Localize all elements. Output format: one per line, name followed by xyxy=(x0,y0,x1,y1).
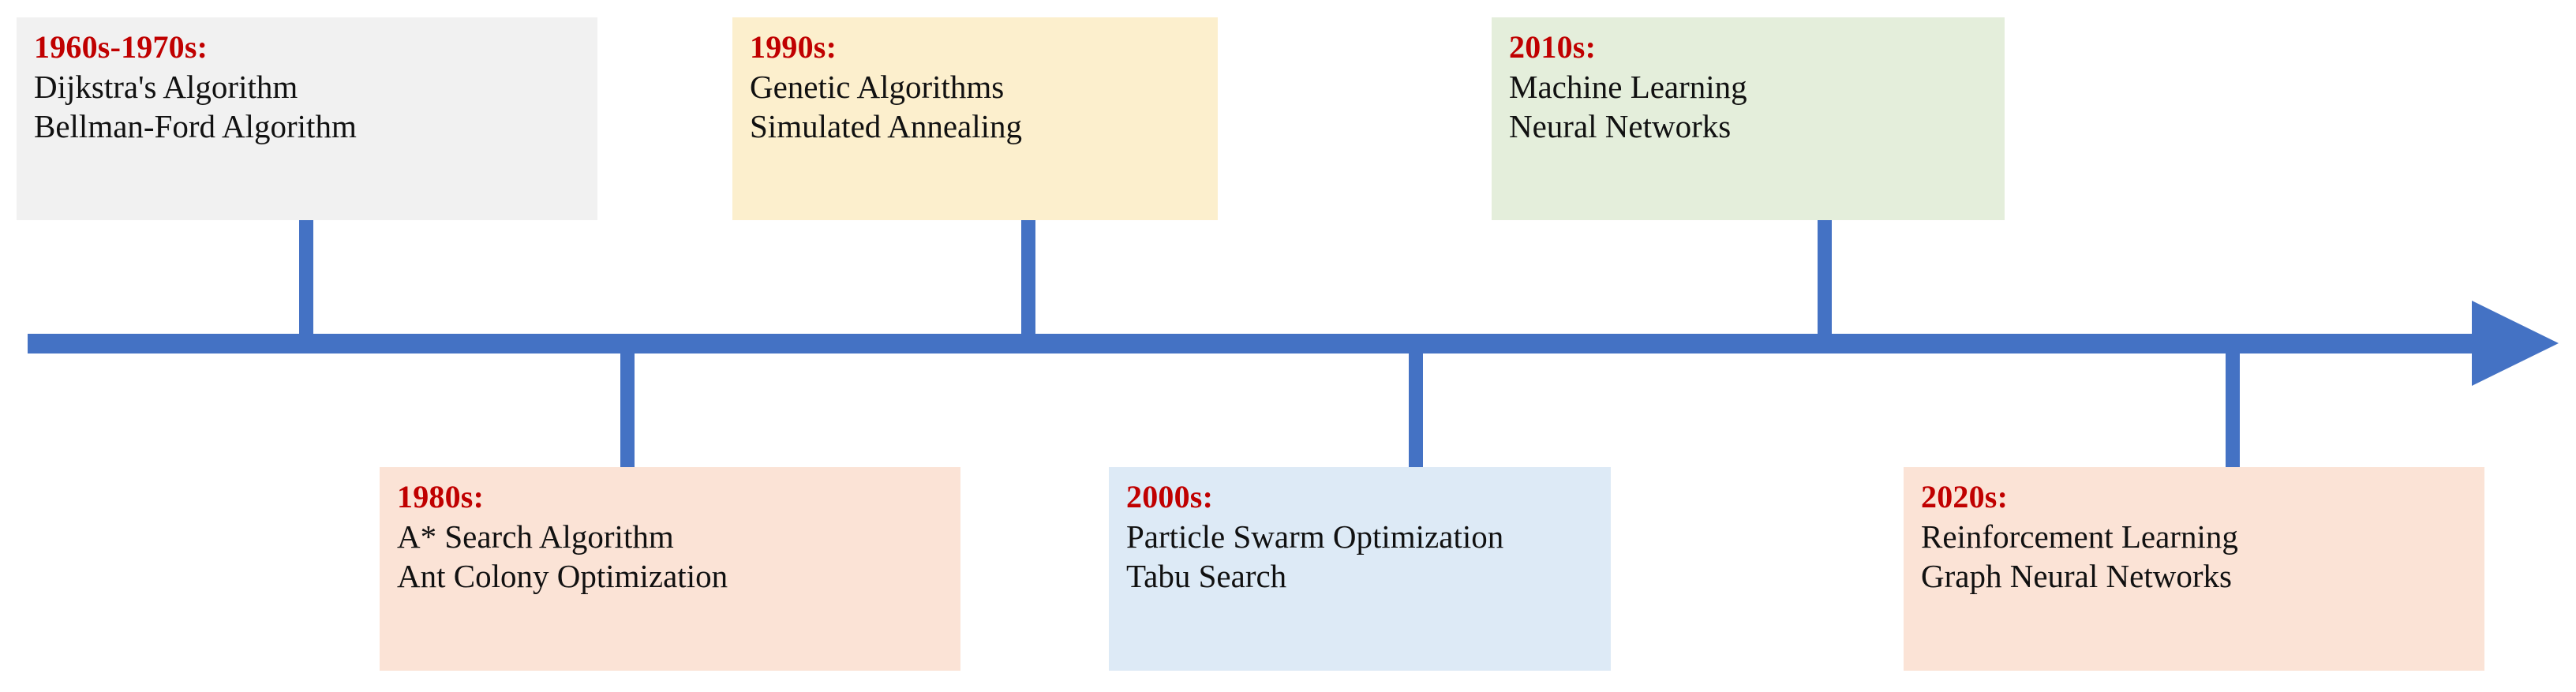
event-item: Simulated Annealing xyxy=(750,108,1023,145)
event-item: A* Search Algorithm xyxy=(397,518,674,555)
connector-2020s xyxy=(2226,350,2240,469)
connector-1990s xyxy=(1021,220,1035,337)
event-box-2000s[interactable]: 2000s: Particle Swarm Optimization Tabu … xyxy=(1109,467,1611,671)
event-box-1990s[interactable]: 1990s: Genetic Algorithms Simulated Anne… xyxy=(732,17,1218,220)
event-box-1980s[interactable]: 1980s: A* Search Algorithm Ant Colony Op… xyxy=(380,467,960,671)
event-box-1960s-1970s[interactable]: 1960s-1970s: Dijkstra's Algorithm Bellma… xyxy=(17,17,597,220)
event-item: Genetic Algorithms xyxy=(750,68,1005,105)
event-item: Ant Colony Optimization xyxy=(397,558,728,595)
event-item: Tabu Search xyxy=(1126,558,1287,595)
event-item: Machine Learning xyxy=(1509,68,1747,105)
event-item: Graph Neural Networks xyxy=(1921,558,2232,595)
era-label-1980s: 1980s: xyxy=(397,479,485,514)
connector-2000s xyxy=(1409,350,1423,469)
event-item: Neural Networks xyxy=(1509,108,1732,145)
connector-1960s-1970s xyxy=(299,220,313,337)
timeline-axis-shaft xyxy=(28,334,2478,353)
connector-1980s xyxy=(620,350,635,469)
era-label-2010s: 2010s: xyxy=(1509,29,1597,65)
event-box-2010s[interactable]: 2010s: Machine Learning Neural Networks xyxy=(1492,17,2005,220)
era-label-1990s: 1990s: xyxy=(750,29,837,65)
era-label-2000s: 2000s: xyxy=(1126,479,1214,514)
event-item: Particle Swarm Optimization xyxy=(1126,518,1504,555)
era-label-2020s: 2020s: xyxy=(1921,479,2009,514)
timeline-arrow-right-icon xyxy=(2472,301,2559,386)
event-box-2020s[interactable]: 2020s: Reinforcement Learning Graph Neur… xyxy=(1904,467,2484,671)
event-item: Dijkstra's Algorithm xyxy=(34,68,298,105)
event-item: Reinforcement Learning xyxy=(1921,518,2238,555)
connector-2010s xyxy=(1818,220,1832,337)
event-item: Bellman-Ford Algorithm xyxy=(34,108,357,145)
era-label-1960s-1970s: 1960s-1970s: xyxy=(34,29,208,65)
